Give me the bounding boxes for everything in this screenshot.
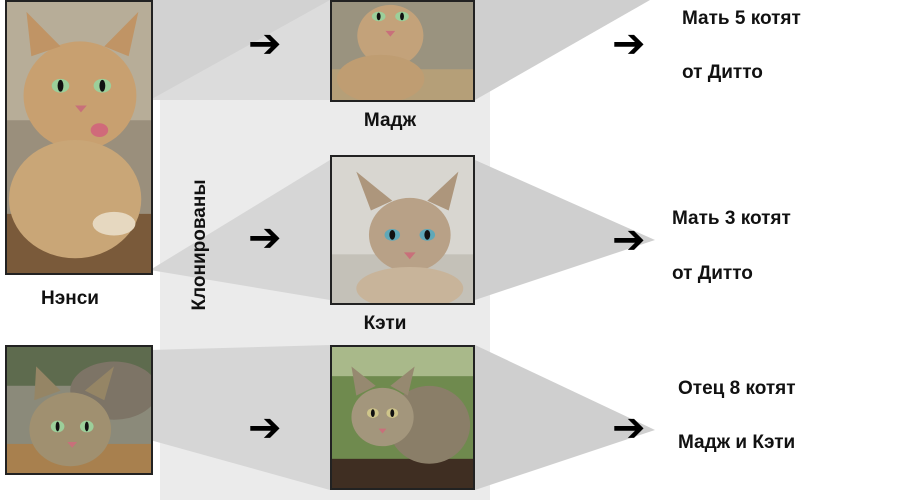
clone-2-photo: [330, 155, 475, 305]
arrow-to-note-2: ➔: [612, 217, 646, 263]
clone-3-photo: [330, 345, 475, 490]
source-cat-1-photo: [5, 0, 153, 275]
arrow-to-clone-1: ➔: [248, 21, 282, 67]
arrow-to-note-1: ➔: [612, 21, 646, 67]
band-bottom-right: [475, 345, 655, 490]
band-top-left-wedge: [150, 0, 330, 100]
clone-1-name: Мадж: [363, 110, 417, 131]
note-2-line-2: от Дитто: [672, 263, 753, 284]
clone-2-name: Кэти: [363, 313, 407, 334]
arrow-to-clone-3: ➔: [248, 405, 282, 451]
band-top-right: [475, 0, 650, 100]
arrow-to-clone-2: ➔: [248, 215, 282, 261]
band-mid-right: [475, 160, 655, 300]
note-2-line-1: Мать 3 котят: [672, 208, 791, 229]
cloned-label-text: Клонированы: [189, 179, 210, 311]
note-3-line-1: Отец 8 котят: [678, 378, 796, 399]
note-1-line-2: от Дитто: [682, 62, 763, 83]
source-cat-1-name: Нэнси: [41, 288, 99, 309]
cloned-vertical-label: Клонированы: [170, 160, 230, 330]
arrow-to-note-3: ➔: [612, 405, 646, 451]
source-cat-2-photo: [5, 345, 153, 475]
clone-1-photo: [330, 0, 475, 102]
note-3-line-2: Мадж и Кэти: [678, 432, 796, 453]
band-bottom-left: [150, 345, 330, 490]
note-1-line-1: Мать 5 котят: [682, 8, 801, 29]
band-mid-left: [150, 160, 330, 300]
